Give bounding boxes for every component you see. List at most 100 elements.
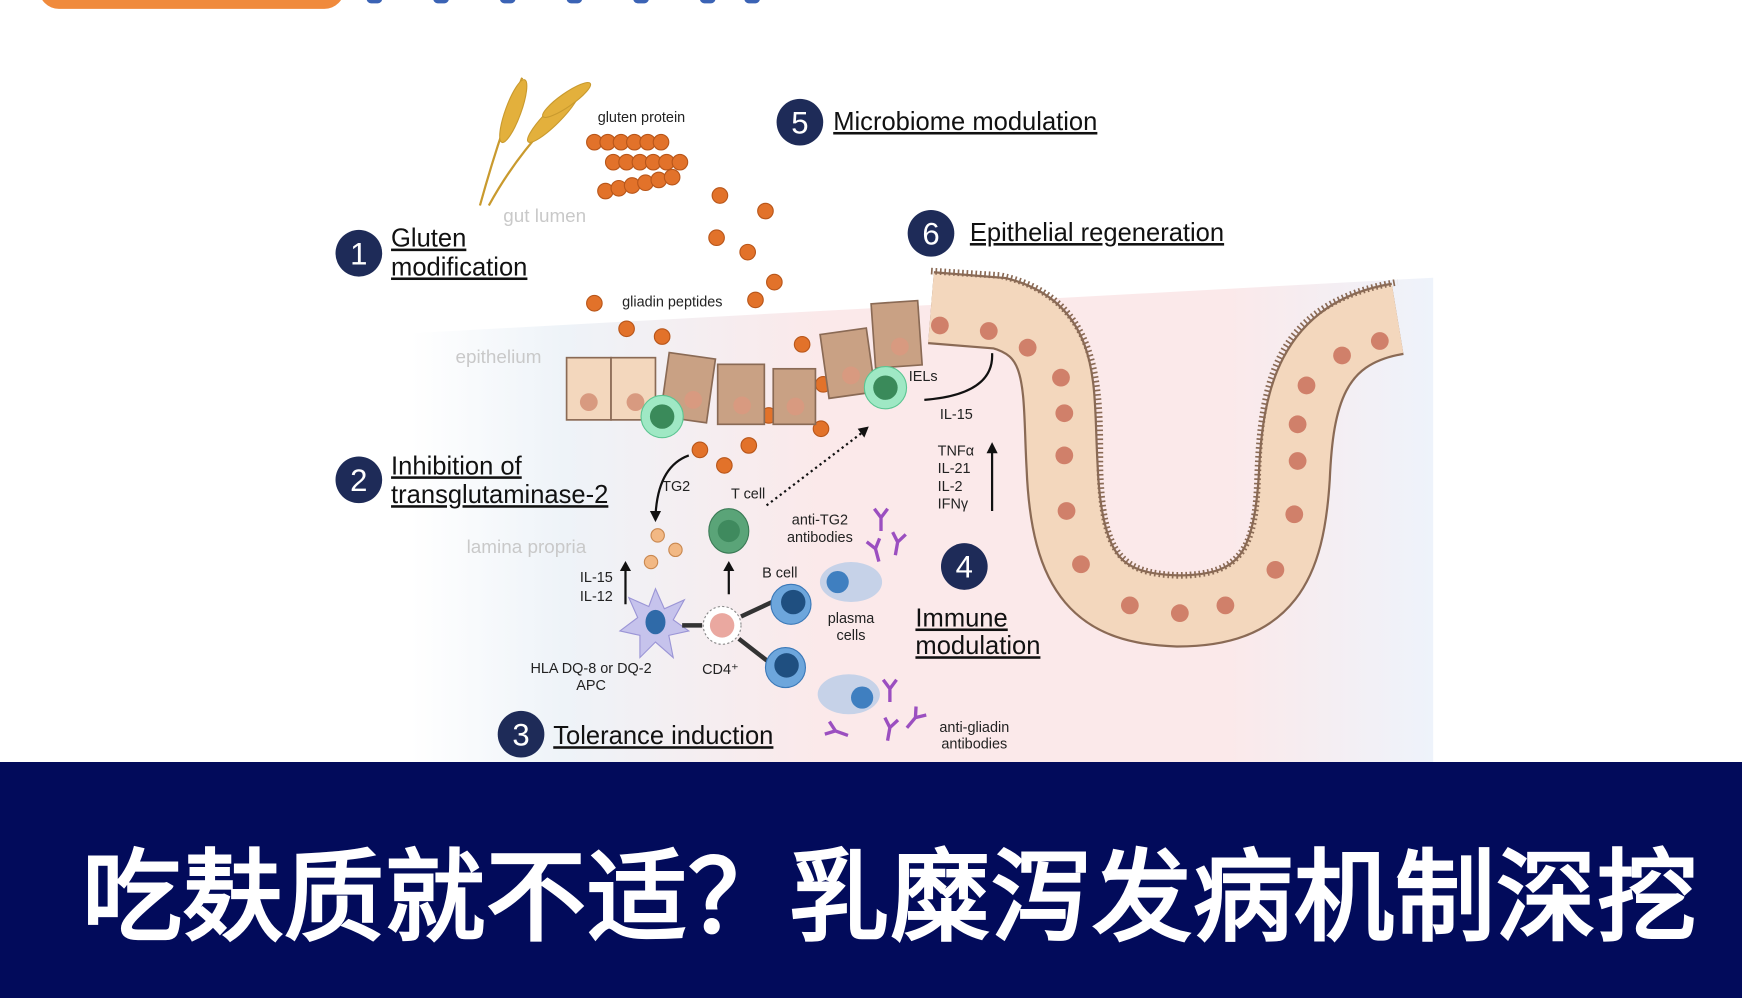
peptide bbox=[586, 294, 603, 312]
nucleus bbox=[1120, 596, 1139, 615]
peptide bbox=[739, 243, 757, 261]
nucleus bbox=[979, 322, 998, 340]
nucleus bbox=[1055, 404, 1074, 423]
nucleus bbox=[1072, 555, 1090, 574]
anti-tg2-label-2: antibodies bbox=[787, 530, 853, 546]
nucleus bbox=[1018, 338, 1037, 357]
gliadin-peptides-label: gliadin peptides bbox=[622, 295, 722, 311]
apc-label: HLA DQ-8 or DQ-2 bbox=[530, 661, 651, 677]
step-3: 3 Tolerance induction bbox=[497, 710, 773, 758]
nucleus bbox=[1055, 446, 1074, 465]
svg-text:Gluten: Gluten bbox=[391, 225, 466, 253]
antibody-icon bbox=[824, 720, 849, 738]
nucleus bbox=[1170, 604, 1189, 623]
svg-text:3: 3 bbox=[512, 717, 529, 752]
iels-label: IELs bbox=[909, 369, 938, 385]
svg-text:Inhibition of: Inhibition of bbox=[391, 452, 523, 480]
svg-text:6: 6 bbox=[922, 216, 939, 251]
svg-text:TNFα: TNFα bbox=[938, 443, 974, 459]
deamidated-peptides bbox=[643, 528, 683, 570]
antibody-icon bbox=[905, 706, 927, 729]
nucleus bbox=[1288, 415, 1307, 434]
peptide bbox=[766, 273, 783, 291]
antibody-icon bbox=[883, 716, 900, 741]
gut-lumen-label: gut lumen bbox=[503, 206, 586, 227]
anti-gliadin-label-2: antibodies bbox=[941, 737, 1007, 753]
headline: 吃麸质就不适？乳糜泻发病机制深挖 bbox=[82, 838, 1698, 956]
peptide bbox=[757, 202, 774, 220]
peptide bbox=[711, 187, 729, 204]
tg2-arrow bbox=[654, 454, 690, 517]
t-cell bbox=[708, 508, 750, 554]
iel-cells bbox=[640, 366, 908, 439]
nucleus bbox=[1333, 346, 1351, 365]
wheat-icon bbox=[478, 77, 592, 207]
antibody-icon bbox=[865, 537, 882, 563]
nucleus bbox=[1266, 560, 1285, 579]
svg-text:transglutaminase-2: transglutaminase-2 bbox=[391, 481, 608, 509]
peptide bbox=[740, 437, 758, 454]
svg-text:5: 5 bbox=[791, 105, 808, 140]
svg-text:Epithelial regeneration: Epithelial regeneration bbox=[970, 219, 1224, 247]
step-6: 6 Epithelial regeneration bbox=[907, 209, 1224, 257]
t-cell-label: T cell bbox=[731, 487, 765, 503]
cd4-cell bbox=[702, 605, 742, 645]
svg-text:modulation: modulation bbox=[915, 632, 1040, 660]
nucleus bbox=[1297, 376, 1316, 395]
svg-text:Microbiome modulation: Microbiome modulation bbox=[833, 108, 1097, 136]
gluten-protein-label: gluten protein bbox=[598, 110, 686, 126]
plasma-label: plasma bbox=[828, 611, 876, 627]
peptide bbox=[708, 229, 725, 247]
tg2-label: TG2 bbox=[662, 479, 690, 495]
peptide bbox=[691, 441, 709, 459]
peptide bbox=[671, 153, 689, 171]
antibody-icon bbox=[872, 507, 889, 531]
b-cell-label: B cell bbox=[762, 566, 797, 582]
apc-label-2: APC bbox=[576, 678, 606, 694]
plasma-label-2: cells bbox=[837, 628, 866, 644]
epithelium-cells bbox=[565, 299, 924, 426]
il15-apc-label: IL-15 bbox=[580, 570, 613, 586]
logo bbox=[42, 0, 760, 9]
antibody-icon bbox=[881, 678, 898, 703]
peptide bbox=[716, 457, 733, 474]
cd4-label: CD4⁺ bbox=[702, 662, 739, 678]
peptide bbox=[793, 336, 811, 353]
nucleus bbox=[1216, 596, 1235, 615]
svg-text:modification: modification bbox=[391, 253, 527, 281]
villus bbox=[928, 267, 1406, 648]
nucleus bbox=[1057, 502, 1076, 520]
svg-text:IFNγ: IFNγ bbox=[938, 497, 969, 513]
peptide bbox=[663, 168, 681, 186]
celiac-mechanism-diagram: gut lumen epithelium lamina propria glut… bbox=[42, 0, 1434, 762]
epithelium-label: epithelium bbox=[455, 347, 541, 368]
nucleus bbox=[1052, 368, 1070, 387]
svg-text:4: 4 bbox=[956, 550, 973, 585]
svg-text:Immune: Immune bbox=[915, 604, 1007, 632]
anti-tg2-label: anti-TG2 bbox=[792, 512, 848, 528]
svg-text:1: 1 bbox=[350, 236, 367, 271]
il15-label: IL-15 bbox=[940, 407, 973, 423]
dotted-arrow bbox=[765, 430, 866, 507]
antibody-icon bbox=[891, 531, 907, 556]
apc-cell bbox=[618, 587, 691, 660]
nucleus bbox=[1288, 452, 1307, 470]
peptide bbox=[812, 420, 830, 438]
peptide bbox=[653, 328, 671, 345]
nucleus bbox=[1285, 505, 1304, 524]
plasma-cells bbox=[817, 562, 883, 715]
svg-text:2: 2 bbox=[350, 463, 367, 498]
nucleus bbox=[930, 316, 949, 335]
cytokine-list: TNFα IL-21 IL-2 IFNγ bbox=[938, 442, 998, 513]
peptide bbox=[618, 320, 635, 338]
il12-apc-label: IL-12 bbox=[580, 589, 613, 605]
peptide bbox=[747, 291, 764, 309]
peptide bbox=[652, 133, 670, 151]
anti-gliadin-label: anti-gliadin bbox=[939, 720, 1009, 736]
lamina-propria-label: lamina propria bbox=[467, 537, 587, 558]
svg-text:IL-21: IL-21 bbox=[938, 461, 971, 477]
svg-text:IL-2: IL-2 bbox=[938, 479, 963, 495]
